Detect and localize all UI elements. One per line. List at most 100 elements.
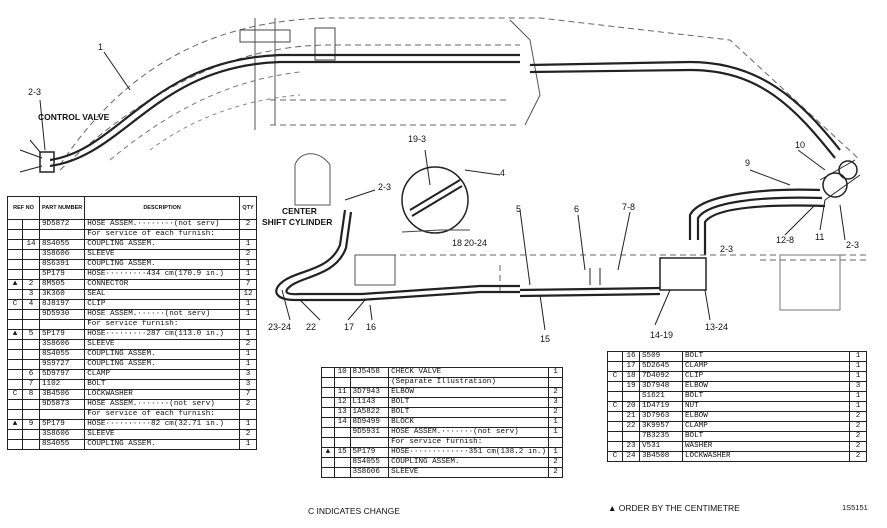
- table-cell-qty: [239, 319, 257, 330]
- table-cell-ref: 6: [22, 369, 40, 380]
- table-cell-ref: [22, 309, 40, 320]
- table-cell-ref: [321, 457, 335, 468]
- center-shift-label-2: SHIFT CYLINDER: [262, 217, 332, 227]
- table-cell-ref: C: [607, 371, 623, 382]
- table-cell-qty: 1: [239, 419, 257, 430]
- table-cell-ref: [7, 239, 23, 250]
- table-cell-ref: [22, 349, 40, 360]
- table-row: For service of each furnish:: [7, 409, 257, 420]
- table-cell-part: 8M505: [38, 279, 86, 290]
- table-cell-qty: 1: [849, 371, 867, 382]
- table-cell-ref: [607, 431, 623, 442]
- table-cell-qty: 1: [239, 269, 257, 280]
- col-ref: REF NO: [7, 196, 40, 220]
- table-cell-qty: 2: [239, 219, 257, 230]
- callout: 12-8: [776, 235, 794, 245]
- table-cell-ref: 13: [333, 407, 351, 418]
- table-cell-desc: COUPLING ASSEM.: [388, 457, 550, 468]
- table-cell-ref: [7, 399, 23, 410]
- table-cell-desc: For service furnish:: [84, 319, 240, 330]
- table-cell-desc: CLAMP: [682, 361, 850, 372]
- table-cell-ref: [22, 259, 40, 270]
- table-cell-ref: 17: [622, 361, 640, 372]
- table-cell-part: 5D2645: [639, 361, 683, 372]
- table-cell-part: 3S8606: [349, 467, 390, 478]
- table-cell-ref: [607, 381, 623, 392]
- table-cell-ref: [7, 309, 23, 320]
- table-cell-qty: 1: [239, 259, 257, 270]
- table-cell-part: [349, 377, 390, 388]
- table-cell-qty: 2: [239, 429, 257, 440]
- table-cell-desc: HOSE ASSEM.········(not serv): [84, 219, 240, 230]
- table-cell-desc: For service furnish:: [388, 437, 550, 448]
- illustration-code: 1S5151: [842, 503, 868, 512]
- table-cell-ref: [321, 417, 335, 428]
- table-cell-part: L1143: [349, 397, 390, 408]
- table-cell-desc: HOSE··········82 cm(32.71 in.): [84, 419, 240, 430]
- table-cell-ref: 10: [333, 367, 351, 378]
- table-cell-ref: [7, 219, 23, 230]
- table-cell-qty: 12: [239, 289, 257, 300]
- table-cell-desc: For service of each furnish:: [84, 229, 240, 240]
- table-cell-qty: 3: [239, 379, 257, 390]
- table-cell-part: 3B4506: [38, 389, 86, 400]
- table-cell-desc: HOSE ASSEM.······(not serv): [84, 309, 240, 320]
- table-cell-qty: 2: [849, 411, 867, 422]
- callout: 22: [306, 322, 316, 332]
- table-cell-qty: 2: [849, 451, 867, 462]
- table-cell-ref: [321, 467, 335, 478]
- table-cell-desc: BOLT: [388, 397, 550, 408]
- table-cell-ref: ▲: [7, 279, 23, 290]
- table-cell-desc: COUPLING ASSEM.: [84, 259, 240, 270]
- table-cell-desc: CLAMP: [84, 369, 240, 380]
- table-cell-part: 8S4055: [38, 349, 86, 360]
- table-cell-ref: [7, 229, 23, 240]
- table-cell-desc: HOSE ASSEM.·······(not serv): [84, 399, 240, 410]
- table-cell-ref: [7, 269, 23, 280]
- table-cell-ref: 15: [333, 447, 351, 458]
- table-cell-part: 3S8606: [38, 429, 86, 440]
- table-cell-qty: 3: [548, 397, 563, 408]
- table-cell-ref: [7, 439, 23, 450]
- table-cell-desc: SLEEVE: [84, 429, 240, 440]
- table-cell-ref: 4: [22, 299, 40, 310]
- table-cell-part: 3D7948: [639, 381, 683, 392]
- table-cell-part: 7B3235: [639, 431, 683, 442]
- change-footnote: C INDICATES CHANGE: [308, 506, 400, 516]
- table-cell-qty: 2: [548, 387, 563, 398]
- table-row: For service furnish:: [321, 437, 563, 448]
- table-cell-part: 8J8197: [38, 299, 86, 310]
- table-cell-desc: ELBOW: [682, 381, 850, 392]
- table-cell-desc: BLOCK: [388, 417, 550, 428]
- table-cell-ref: 9: [22, 419, 40, 430]
- table-cell-part: 3S8606: [38, 339, 86, 350]
- table-cell-ref: [22, 319, 40, 330]
- table-cell-ref: [333, 377, 351, 388]
- table-cell-ref: [321, 367, 335, 378]
- table-cell-qty: [239, 229, 257, 240]
- table-cell-qty: 1: [239, 239, 257, 250]
- table-cell-qty: 2: [849, 431, 867, 442]
- table-cell-part: 3S8606: [38, 249, 86, 260]
- table-cell-ref: [22, 269, 40, 280]
- table-cell-ref: 24: [622, 451, 640, 462]
- table-cell-ref: [7, 339, 23, 350]
- table-cell-part: 9D5931: [349, 427, 390, 438]
- callout: 23-24: [268, 322, 291, 332]
- table-cell-ref: ▲: [321, 447, 335, 458]
- callout: 11: [815, 232, 824, 242]
- table-cell-ref: 20: [622, 401, 640, 412]
- table-cell-ref: [607, 361, 623, 372]
- table-cell-part: 7D4092: [639, 371, 683, 382]
